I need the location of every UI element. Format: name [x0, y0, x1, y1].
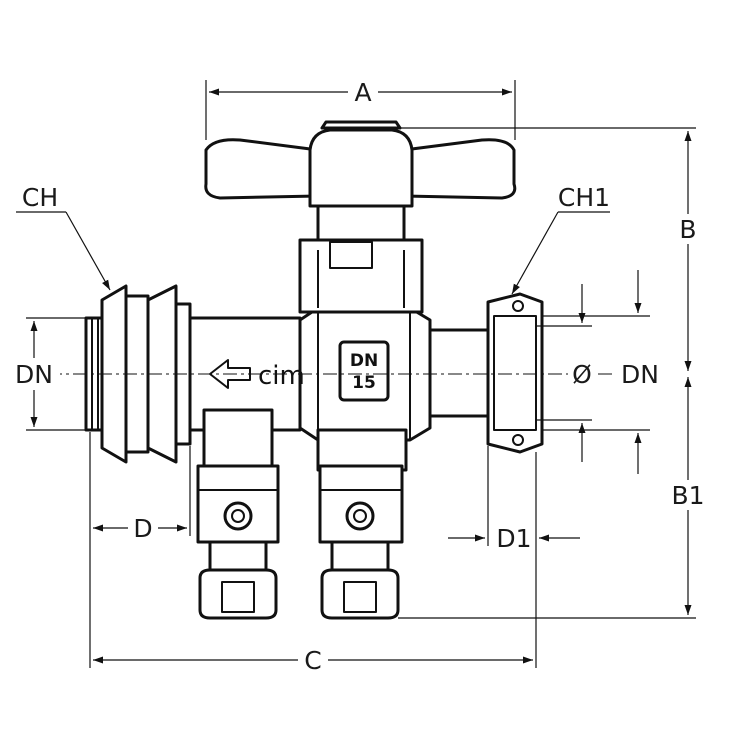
label-diameter: Ø	[572, 360, 592, 389]
right-union-nut	[486, 292, 544, 454]
label-B1: B1	[671, 481, 704, 510]
label-DN-right: DN	[621, 360, 659, 389]
label-A: A	[354, 78, 371, 107]
right-outlet	[318, 464, 404, 620]
valve-body	[186, 306, 490, 472]
dimension-C: C	[89, 432, 537, 675]
label-C: C	[304, 646, 321, 675]
label-D: D	[133, 514, 152, 543]
marking-line1: DN	[350, 351, 378, 371]
valve-stem	[298, 194, 424, 314]
label-B: B	[679, 215, 696, 244]
label-CH: CH	[22, 183, 58, 212]
dimension-DN-left: DN	[8, 317, 90, 431]
dimension-A: A	[205, 78, 516, 140]
left-outlet	[196, 464, 280, 620]
dimension-DN-right: DN	[542, 270, 666, 474]
label-DN-left: DN	[15, 360, 53, 389]
brand-logo: cim	[258, 361, 305, 391]
dimension-B: B	[396, 127, 702, 371]
butterfly-handle	[204, 120, 517, 208]
dimension-diameter: Ø	[536, 284, 596, 462]
marking-line2: 15	[352, 373, 376, 393]
label-D1: D1	[496, 524, 531, 553]
dn-marking-plate: DN 15	[338, 340, 390, 402]
leader-CH1: CH1	[511, 183, 610, 295]
dimension-B1: B1	[398, 377, 706, 619]
dimension-D: D	[93, 446, 191, 543]
leader-CH: CH	[16, 183, 111, 291]
label-CH1: CH1	[558, 183, 610, 212]
dimension-D1: D1	[448, 446, 580, 553]
